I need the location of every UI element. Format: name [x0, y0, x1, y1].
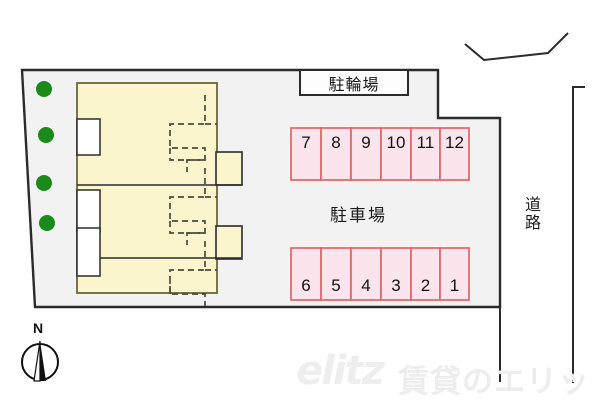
- greenery-marker: [39, 215, 55, 231]
- road-boundary-lines: [464, 32, 585, 383]
- stall-number: 3: [391, 276, 401, 295]
- parking-stall: [350, 247, 382, 301]
- stall-number: 8: [331, 133, 341, 152]
- unit-dash-1b: [169, 123, 217, 161]
- parking-stall: [320, 247, 352, 301]
- parking-stall: [439, 247, 470, 301]
- unit-dash-3b: [169, 269, 217, 294]
- building-unit-dashed-outlines: [169, 95, 217, 306]
- building-protrusion-upper: [215, 151, 243, 186]
- road-label: 道路: [522, 196, 539, 232]
- parking-stall: [290, 127, 322, 181]
- compass-north-label: N: [33, 320, 44, 336]
- unit-dash-2b: [169, 196, 217, 234]
- stall-number: 9: [361, 133, 371, 152]
- parking-stall: [380, 247, 412, 301]
- car-park-label: 駐車場: [330, 206, 387, 225]
- parking-stall: [290, 247, 322, 301]
- parking-stall: [350, 127, 382, 181]
- greenery-marker: [38, 127, 54, 143]
- greenery-markers: [36, 81, 55, 231]
- compass-rose: [21, 340, 59, 382]
- compass-needle-east: [40, 341, 46, 381]
- parking-stall: [439, 127, 470, 181]
- parking-stall: [410, 127, 441, 181]
- stall-number: 5: [331, 276, 341, 295]
- stall-number: 4: [361, 276, 371, 295]
- parking-row-lower: [290, 247, 470, 301]
- stall-number: 11: [416, 133, 435, 152]
- road-edge-north: [464, 32, 569, 62]
- stall-number: 12: [445, 133, 464, 152]
- stall-number: 2: [420, 276, 431, 295]
- stall-number: 1: [449, 276, 460, 295]
- building-entrance-notch-1: [76, 118, 101, 156]
- parking-stall: [410, 247, 441, 301]
- stall-number: 10: [386, 133, 406, 152]
- greenery-marker: [36, 175, 52, 191]
- building-entrance-notch-3: [76, 227, 101, 277]
- apartment-building: [76, 82, 243, 306]
- greenery-marker: [36, 81, 52, 97]
- stall-number: 7: [301, 133, 311, 152]
- road-edge-outer: [572, 86, 585, 383]
- building-entrance-notch-2: [76, 189, 101, 233]
- building-protrusion-lower: [215, 225, 243, 260]
- parking-row-upper: [290, 127, 470, 181]
- stall-number: 6: [301, 276, 311, 295]
- bicycle-parking-label: 駐輪場: [299, 69, 409, 96]
